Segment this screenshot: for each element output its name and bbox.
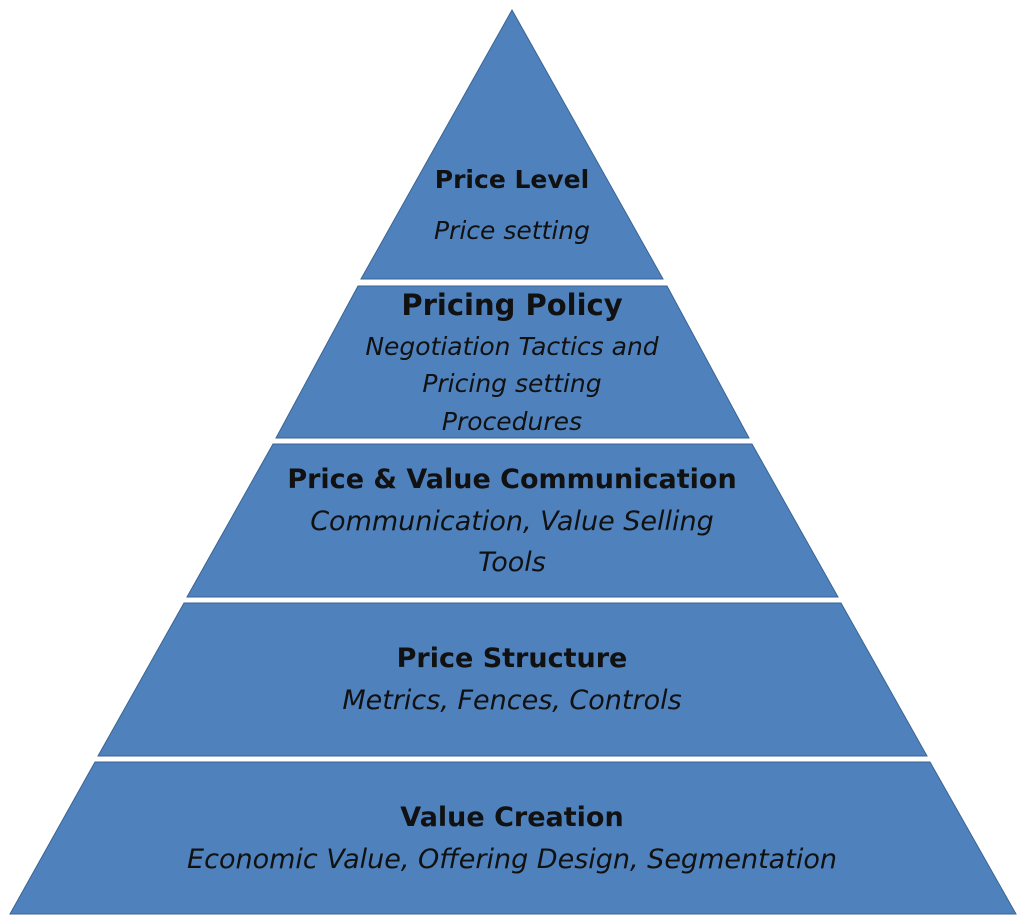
- tier-value-creation-line-1: Economic Value, Offering Design, Segment…: [187, 844, 837, 875]
- tier-pricing-policy-shape: [275, 285, 750, 439]
- tier-price-value-communication-shape: [186, 443, 839, 598]
- tier-price-level-title: Price Level: [435, 165, 589, 194]
- tier-price-structure: Price Structure Metrics, Fences, Control…: [97, 602, 928, 757]
- tier-pricing-policy-title: Pricing Policy: [401, 288, 622, 322]
- tier-price-structure-shape: [97, 602, 928, 757]
- tier-price-value-communication-title: Price & Value Communication: [287, 464, 736, 495]
- tier-price-value-communication: Price & Value Communication Communicatio…: [186, 443, 839, 598]
- tier-pricing-policy-line-2: Pricing setting: [422, 369, 601, 398]
- tier-pricing-policy-line-3: Procedures: [442, 407, 582, 436]
- tier-pricing-policy-line-1: Negotiation Tactics and: [365, 332, 658, 361]
- tier-price-value-communication-line-2: Tools: [478, 547, 546, 578]
- tier-value-creation-title: Value Creation: [400, 802, 623, 833]
- tier-price-value-communication-line-1: Communication, Value Selling: [310, 506, 714, 537]
- tier-value-creation: Value Creation Economic Value, Offering …: [9, 761, 1017, 915]
- tier-price-level-line-1: Price setting: [434, 216, 590, 245]
- tier-price-structure-title: Price Structure: [397, 643, 628, 674]
- tier-price-level-shape: [360, 8, 664, 280]
- tier-price-level: Price Level Price setting: [360, 8, 664, 280]
- tier-price-structure-line-1: Metrics, Fences, Controls: [342, 685, 681, 716]
- tier-value-creation-shape: [9, 761, 1017, 915]
- tier-pricing-policy: Pricing Policy Negotiation Tactics and P…: [275, 285, 750, 439]
